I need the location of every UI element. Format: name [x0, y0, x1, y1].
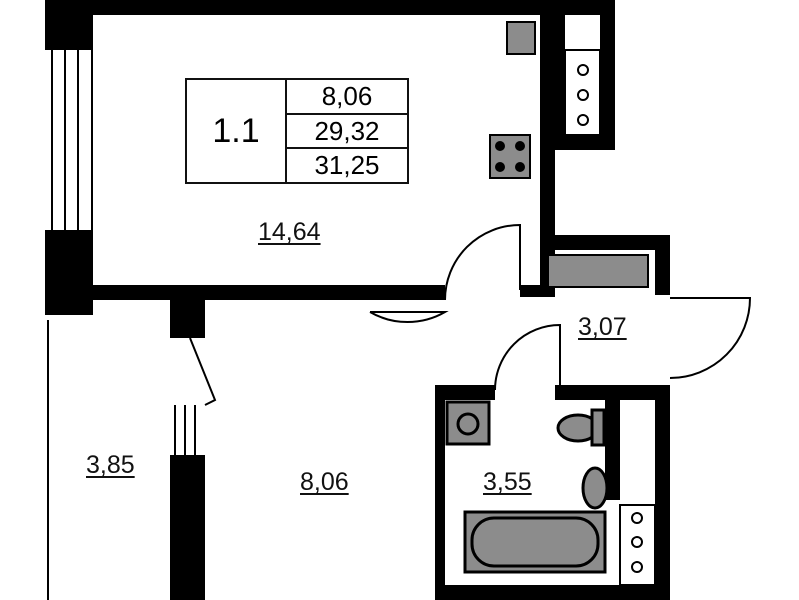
sink-icon: [506, 21, 536, 55]
hall-area-label: 3,07: [578, 313, 627, 341]
living-area: 8,06: [287, 80, 407, 115]
bathroom-fixtures: [445, 400, 656, 586]
wardrobe-icon: [547, 254, 649, 288]
bedroom-area-label: 8,06: [300, 468, 349, 496]
window-left: [47, 50, 196, 600]
apartment-number: 1.1: [187, 80, 287, 182]
walls: [45, 0, 670, 600]
bathroom-area-label: 3,55: [483, 468, 532, 496]
apartment-summary-table: 1.1 8,06 29,32 31,25: [185, 78, 409, 184]
stove-icon: [489, 134, 531, 179]
doors: [189, 223, 752, 406]
balcony-area-label: 3,85: [86, 451, 135, 479]
kitchen-area-label: 14,64: [258, 218, 321, 246]
total-area-with-balcony: 31,25: [314, 150, 380, 181]
kitchen-fixtures: [489, 21, 649, 288]
total-area: 29,32: [287, 115, 407, 150]
sink-icon: [581, 466, 609, 510]
